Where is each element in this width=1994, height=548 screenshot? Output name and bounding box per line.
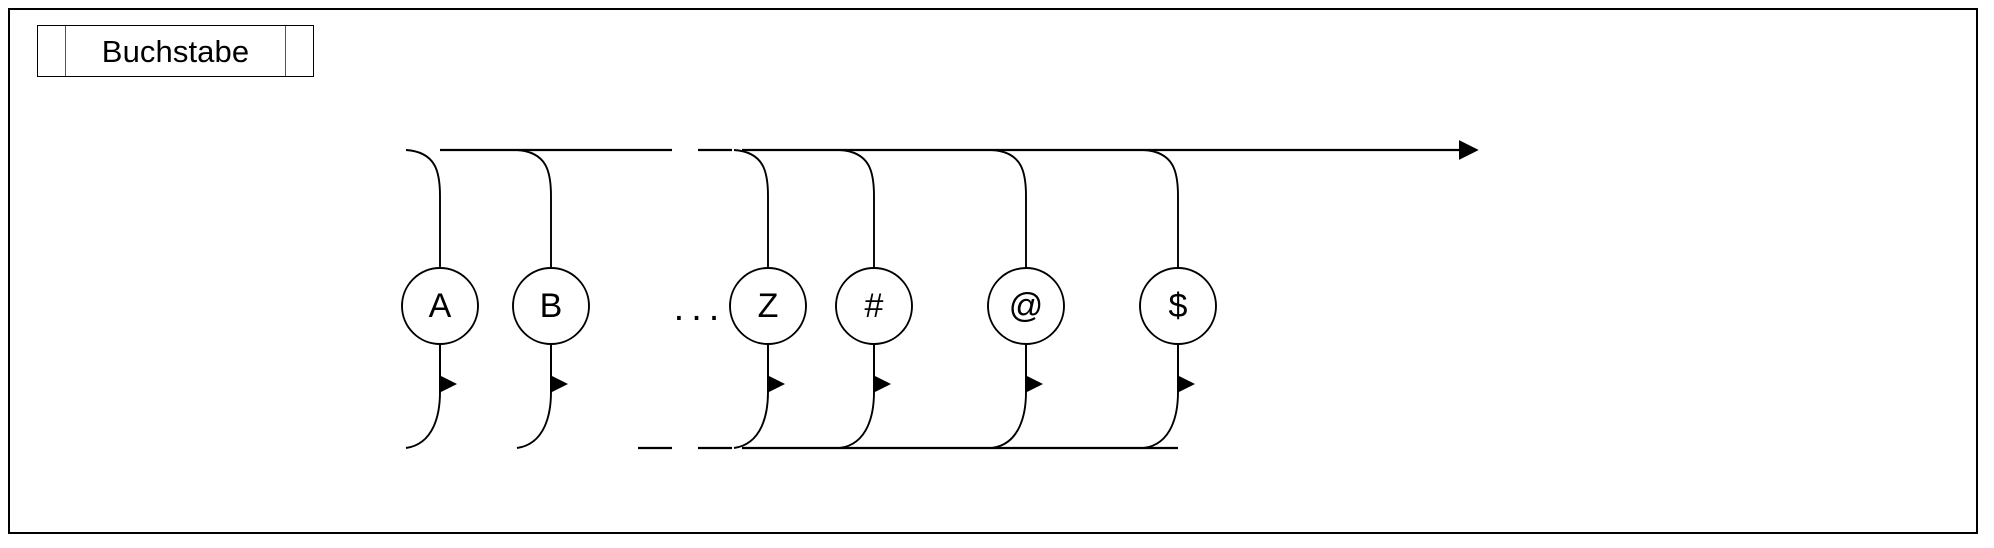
terminal-circle-letter-b — [512, 267, 590, 345]
terminal-circle-symbol-hash — [835, 267, 913, 345]
branch-bottom-letter-b — [516, 391, 552, 449]
branch-top-symbol-hash — [839, 149, 875, 268]
terminal-circle-symbol-dollar — [1139, 267, 1217, 345]
terminal-node-symbol-dollar[interactable]: $ — [1139, 267, 1217, 345]
ellipsis-label: ... — [674, 287, 727, 329]
rule-name-label: Buchstabe — [101, 33, 250, 69]
rule-box-right-divider — [285, 26, 286, 76]
branch-bottom-symbol-dollar — [1143, 391, 1179, 449]
terminal-node-letter-a[interactable]: A — [401, 267, 479, 345]
terminal-label-letter-z: Z — [758, 287, 779, 325]
terminal-node-letter-z[interactable]: Z — [729, 267, 807, 345]
branch-group — [405, 149, 1195, 449]
terminal-circle-letter-a — [401, 267, 479, 345]
terminal-circle-letter-z — [729, 267, 807, 345]
terminal-node-letter-b[interactable]: B — [512, 267, 590, 345]
branch-bottom-letter-a — [405, 391, 441, 449]
branch-bottom-symbol-at — [991, 391, 1027, 449]
terminal-label-symbol-at: @ — [1009, 287, 1044, 325]
branch-bottom-symbol-hash — [839, 391, 875, 449]
terminal-label-symbol-hash: # — [865, 287, 884, 325]
terminal-label-letter-b: B — [540, 287, 563, 325]
rule-box-left-divider — [65, 26, 66, 76]
branch-top-symbol-dollar — [1143, 149, 1179, 268]
page-frame-border — [8, 8, 1978, 534]
terminal-circle-symbol-at — [987, 267, 1065, 345]
terminal-label-letter-a: A — [429, 287, 452, 325]
rule-name-box[interactable]: Buchstabe — [37, 25, 314, 77]
rail-group — [440, 140, 1479, 450]
branch-top-letter-b — [516, 149, 552, 268]
branch-top-letter-z — [733, 149, 769, 268]
terminal-node-symbol-at[interactable]: @ — [987, 267, 1065, 345]
branch-top-symbol-at — [991, 149, 1027, 268]
terminal-label-symbol-dollar: $ — [1169, 287, 1188, 325]
branch-top-letter-a — [405, 149, 441, 268]
branch-bottom-letter-z — [733, 391, 769, 449]
terminal-node-symbol-hash[interactable]: # — [835, 267, 913, 345]
node-group: A B Z # @ $ — [401, 267, 1217, 345]
